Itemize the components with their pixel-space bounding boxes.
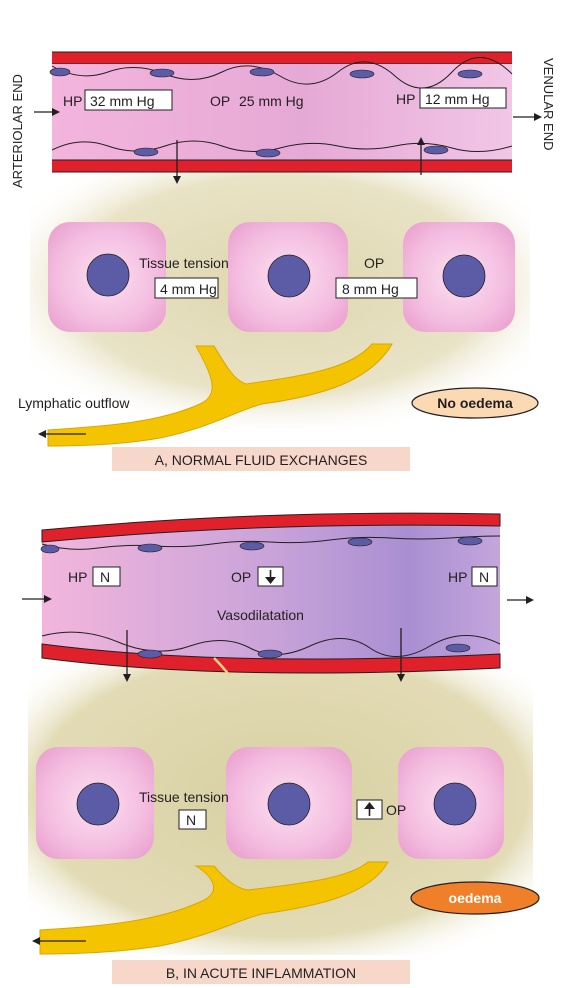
- hp-right-label-a: HP: [396, 91, 415, 107]
- tissue-cells-b: [36, 747, 504, 859]
- hp-right-value-box-a: 12 mm Hg: [419, 87, 507, 109]
- venular-end-label: VENULAR END: [541, 58, 556, 150]
- capillary-wall-top-b: [41, 512, 501, 543]
- hp-left-value-a: 32 mm Hg: [90, 93, 155, 109]
- endothelium-top-a: [51, 57, 513, 89]
- capillary-a: [34, 51, 542, 184]
- op-tissue-label-b: OP: [386, 802, 406, 818]
- caption-a: A, NORMAL FLUID EXCHANGES: [155, 452, 368, 468]
- hp-right-label-b: HP: [448, 569, 467, 585]
- capillary-wall-bottom-a: [52, 160, 512, 172]
- caption-box-b: [112, 960, 410, 984]
- endothelium-top-b: [41, 535, 501, 550]
- lymphatic-outflow-label: Lymphatic outflow: [18, 395, 130, 411]
- cell-nucleus: [86, 253, 130, 297]
- panel-a: ARTERIOLAR END VENULAR END HP 32 mm Hg O…: [10, 51, 556, 471]
- tissue-tension-value-b: N: [186, 812, 196, 828]
- capillary-wall-bottom-b: [41, 643, 501, 674]
- down-arrow-icon: [265, 570, 276, 584]
- tissue-cells-a: [48, 222, 515, 332]
- up-arrow-icon: [364, 802, 375, 816]
- no-oedema-badge: [411, 387, 539, 419]
- endothelial-gap: [213, 657, 231, 677]
- tissue-tension-label-a: Tissue tension: [139, 255, 229, 271]
- op-vessel-label-a: OP: [210, 93, 230, 109]
- endothelial-nuclei-b: [40, 536, 483, 659]
- endothelial-nuclei-a: [49, 67, 483, 158]
- hp-right-value-a: 12 mm Hg: [425, 91, 490, 107]
- tissue-tension-box-a: 4 mm Hg: [154, 277, 219, 299]
- caption-box-a: [112, 447, 410, 471]
- caption-b: B, IN ACUTE INFLAMMATION: [166, 965, 356, 981]
- capillary-lumen-b: [42, 525, 500, 661]
- hp-left-value-box-b: N: [92, 566, 121, 587]
- lymphatic-vessel-a: [47, 343, 393, 447]
- capillary-wall-top-a: [52, 52, 512, 64]
- op-vessel-label-b: OP: [231, 569, 251, 585]
- oedema-badge: [410, 881, 540, 915]
- op-tissue-label-a: OP: [364, 255, 384, 271]
- cell-nucleus: [76, 782, 120, 826]
- lymphatic-vessel-b: [39, 861, 389, 955]
- hp-right-value-b: N: [479, 569, 489, 585]
- op-tissue-value-a: 8 mm Hg: [342, 281, 399, 297]
- tissue-tension-label-b: Tissue tension: [139, 789, 229, 805]
- op-vessel-value-a: 25 mm Hg: [239, 93, 304, 109]
- hp-left-value-b: N: [100, 569, 110, 585]
- hp-right-value-box-b: N: [471, 566, 498, 587]
- arteriolar-end-label: ARTERIOLAR END: [10, 74, 25, 188]
- cell-nucleus: [433, 782, 477, 826]
- op-tissue-box-a: 8 mm Hg: [335, 277, 418, 299]
- panel-b: HP N OP HP N Vasodilatation Tissue ten: [22, 512, 540, 984]
- vasodilatation-label: Vasodilatation: [217, 607, 304, 623]
- oedema-label: oedema: [449, 890, 502, 906]
- tissue-tension-box-b: N: [178, 809, 207, 830]
- endothelium-bottom-a: [51, 140, 513, 152]
- no-oedema-label: No oedema: [437, 395, 513, 411]
- cell-nucleus: [267, 254, 311, 298]
- hp-left-label-a: HP: [63, 93, 82, 109]
- cell-nucleus: [267, 782, 311, 826]
- cell-nucleus: [442, 254, 486, 298]
- tissue-tension-value-a: 4 mm Hg: [160, 281, 217, 297]
- capillary-b: [22, 512, 534, 682]
- hp-left-label-b: HP: [68, 569, 87, 585]
- hp-left-value-box-a: 32 mm Hg: [84, 89, 173, 111]
